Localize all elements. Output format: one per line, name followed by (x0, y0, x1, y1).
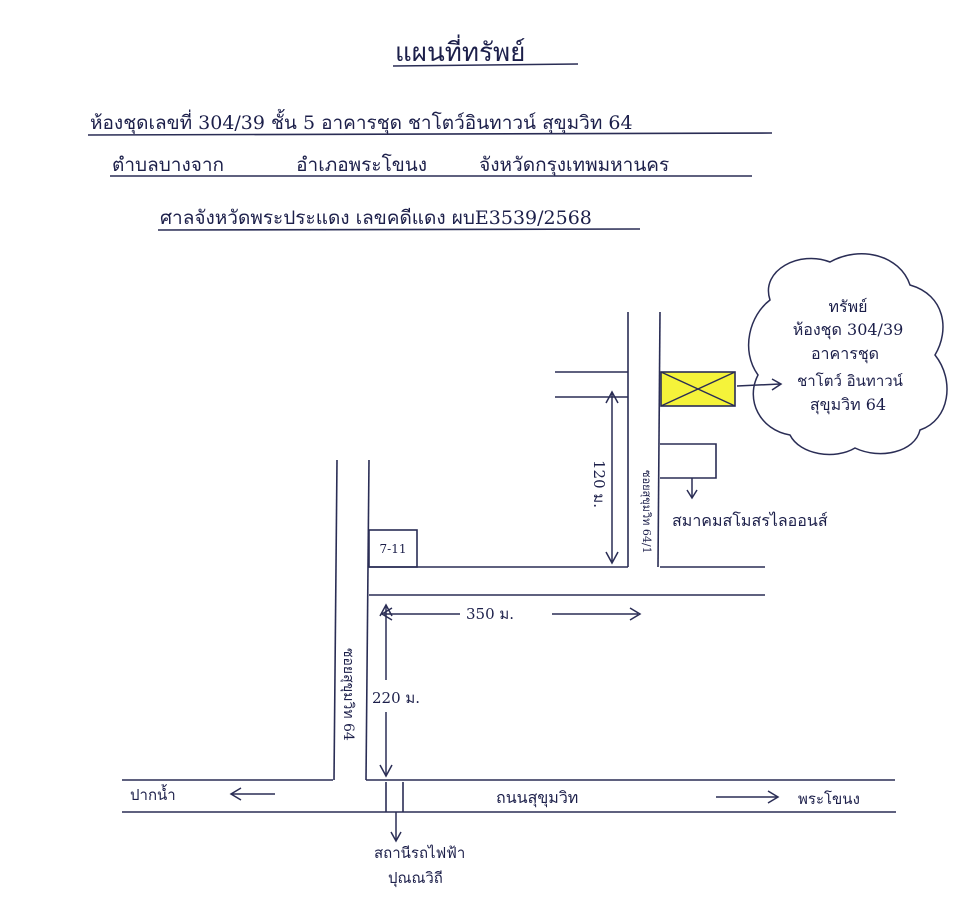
soi-64-1-label: ซอยสุขุมวิท 64/1 (640, 470, 653, 554)
province-label: จังหวัดกรุงเทพมหานคร (479, 154, 670, 176)
bubble-line: สุขุมวิท 64 (810, 395, 886, 415)
property-cross-icon (660, 371, 736, 407)
soi-64-label: ซอยสุขุมวิท 64 (340, 648, 356, 741)
subdistrict-label: ตำบลบางจาก (112, 154, 225, 176)
bubble-text: ทรัพย์ ห้องชุด 304/39 อาคารชุด ชาโตว์ อิ… (793, 297, 904, 415)
bubble-line: ชาโตว์ อินทาวน์ (797, 372, 903, 390)
property-callout-bubble (747, 253, 948, 456)
pointer-arrow (736, 383, 781, 387)
seven-eleven-label: 7-11 (380, 542, 407, 556)
bubble-line: อาคารชุด (811, 344, 879, 364)
left-direction-label: ปากน้ำ (130, 784, 176, 804)
property-address-line: ห้องชุดเลขที่ 304/39 ชั้น 5 อาคารชุด ชาโ… (90, 112, 633, 134)
main-road-label: ถนนสุขุมวิท (496, 788, 578, 808)
bubble-line: ทรัพย์ (828, 297, 867, 316)
bubble-line: ห้องชุด 304/39 (793, 320, 904, 340)
bts-station-label: สถานีรถไฟฟ้า (374, 844, 465, 862)
bts-station-name: ปุณณวิถี (388, 869, 443, 888)
map-title: แผนที่ทรัพย์ (395, 38, 526, 68)
right-direction-label: พระโขนง (798, 790, 860, 808)
association-label: สมาคมสโมสรไลออนส์ (672, 511, 828, 530)
distance-350-label: 350 ม. (466, 605, 514, 623)
distance-220-label: 220 ม. (372, 689, 420, 707)
court-case-line: ศาลจังหวัดพระประแดง เลขคดีแดง ผบE3539/25… (160, 207, 592, 229)
distance-120-label: 120 ม. (590, 460, 608, 508)
location-line: ตำบลบางจาก อำเภอพระโขนง จังหวัดกรุงเทพมห… (112, 150, 669, 180)
district-label: อำเภอพระโขนง (296, 154, 428, 176)
